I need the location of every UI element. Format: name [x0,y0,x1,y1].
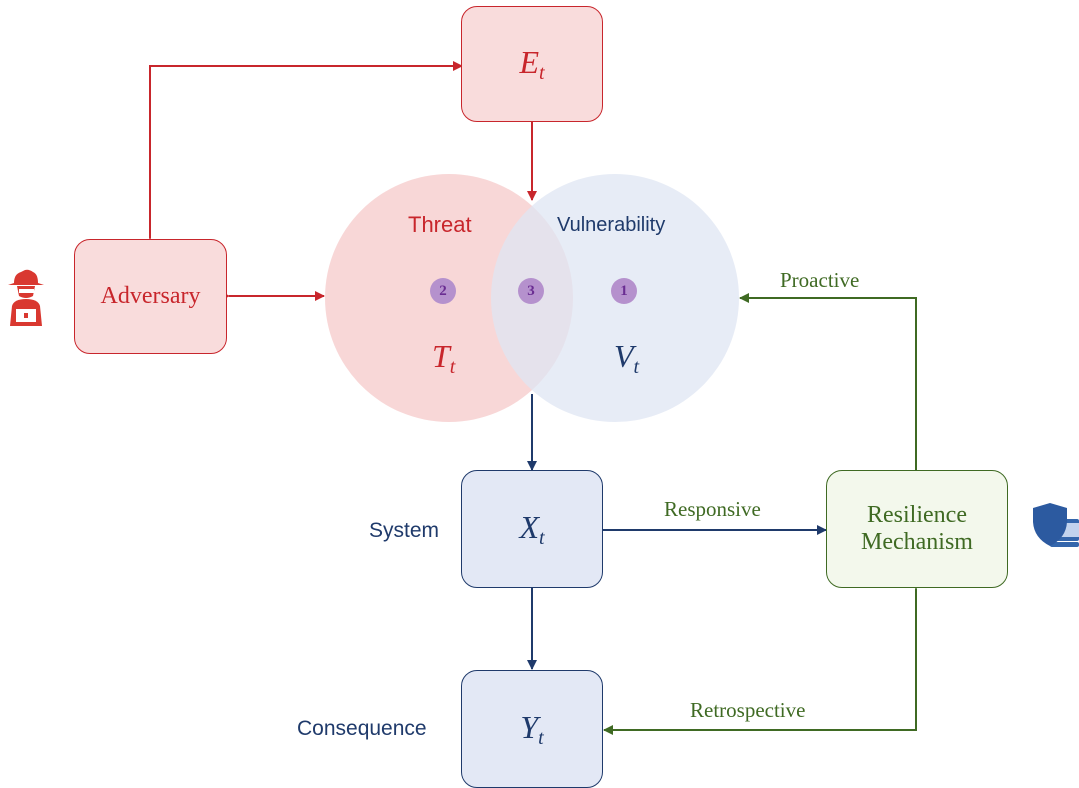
vulnerability-badge: 1 [611,278,637,304]
system-symbol: Xt [519,508,545,549]
adversary-label: Adversary [100,283,201,309]
consequence-box: Yt [461,670,603,788]
proactive-arrow [739,293,921,479]
retrospective-arrow [603,580,921,735]
resilience-label-line1: Resilience [867,502,967,528]
adversary-environment-arrow [145,61,463,247]
environment-symbol: Et [519,43,545,84]
hacker-icon [8,269,44,326]
resilience-box: Resilience Mechanism [826,470,1008,588]
vulnerability-title: Vulnerability [557,214,666,236]
retrospective-label: Retrospective [690,698,806,722]
shield-laptop-icon [1033,503,1079,547]
intersection-badge: 3 [518,278,544,304]
consequence-symbol: Yt [520,708,544,749]
adversary-box: Adversary [74,239,227,354]
threat-symbol: Tt [432,338,456,378]
consequence-side-label: Consequence [297,717,427,740]
responsive-label: Responsive [664,497,761,521]
resilience-label-line2: Mechanism [861,529,973,555]
system-box: Xt [461,470,603,588]
threat-badge: 2 [430,278,456,304]
threat-title: Threat [408,212,472,237]
proactive-label: Proactive [780,268,860,292]
system-side-label: System [369,519,440,542]
vulnerability-symbol: Vt [614,338,640,378]
environment-box: Et [461,6,603,122]
